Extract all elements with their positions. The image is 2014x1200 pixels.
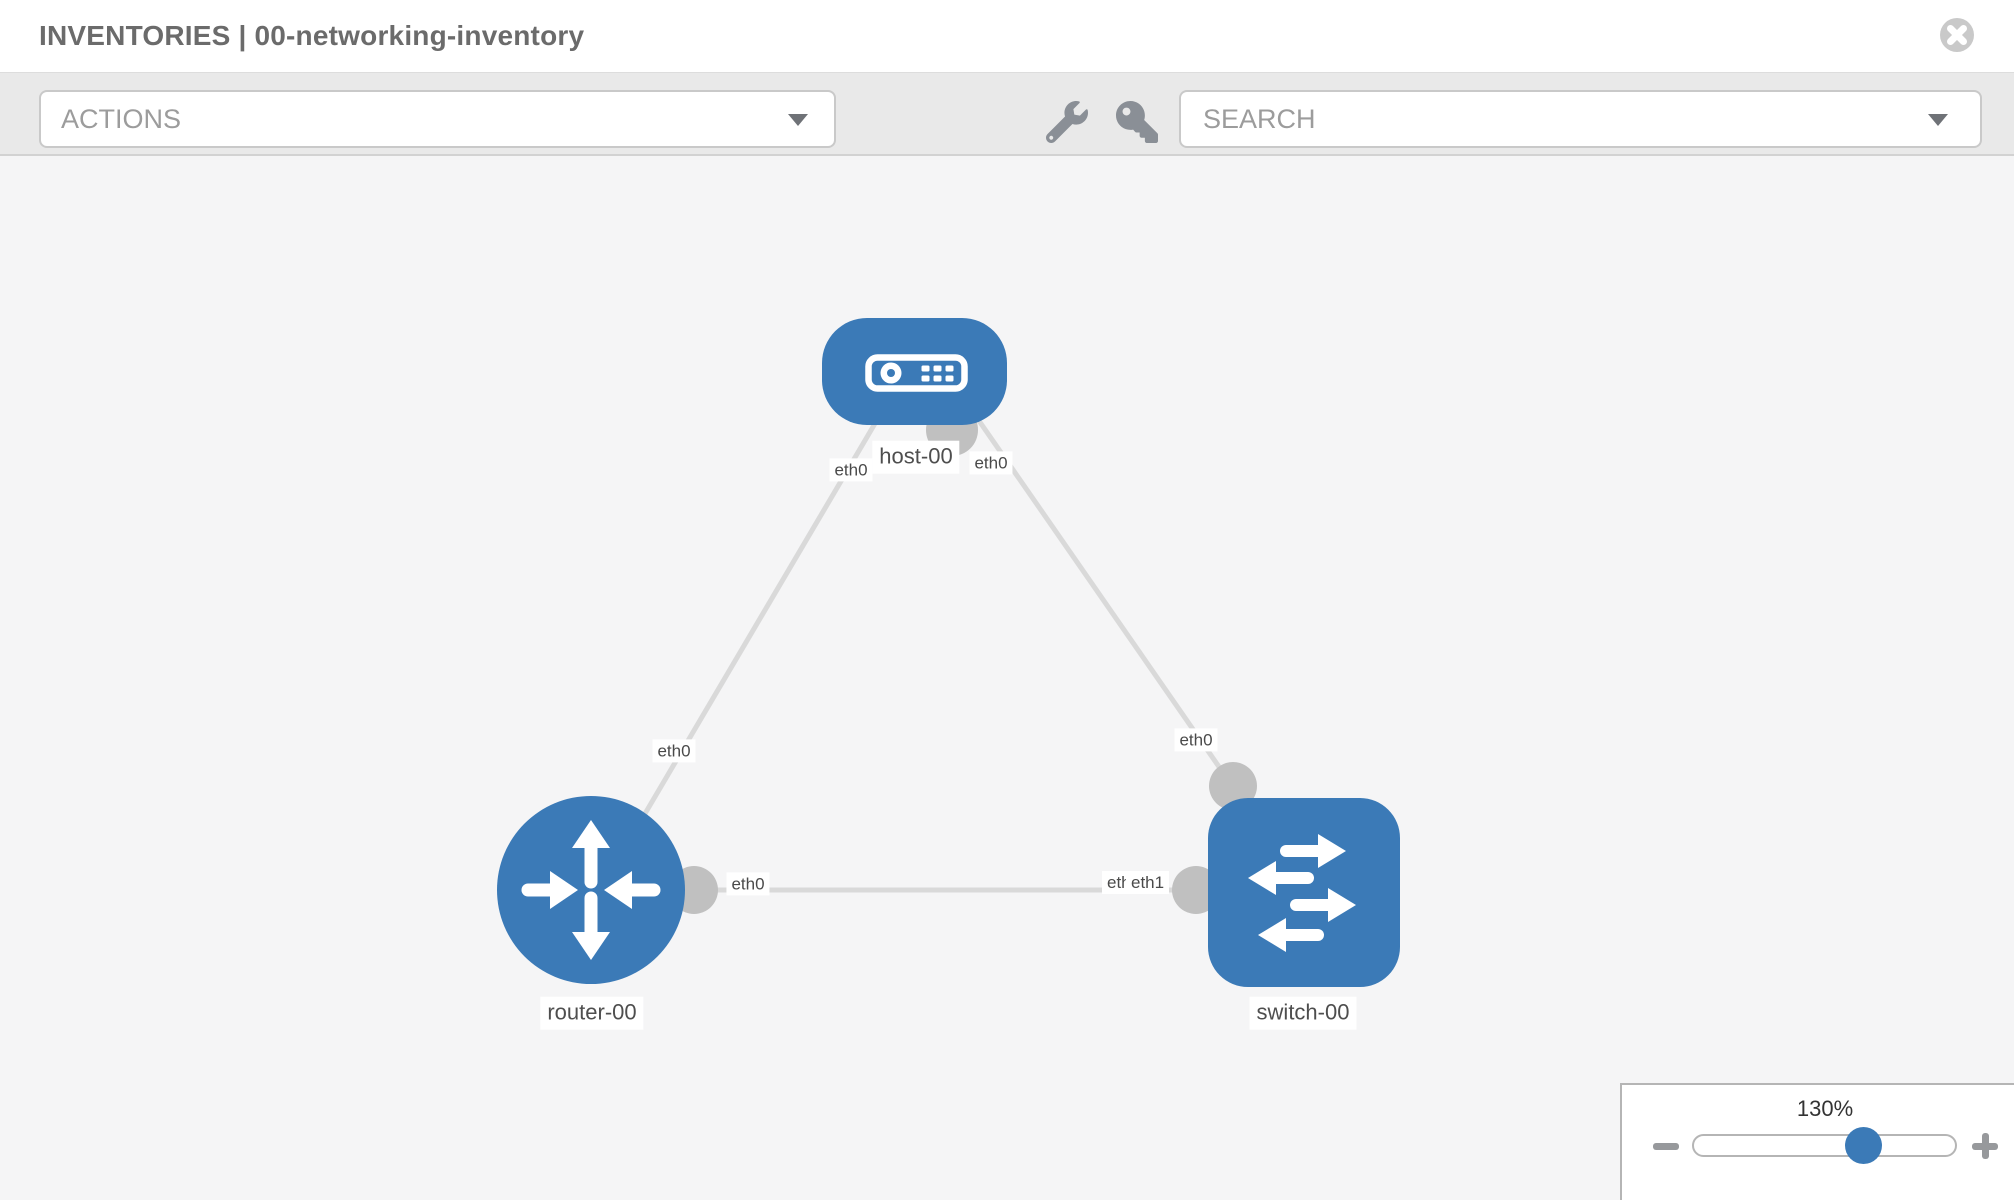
node-switch-00[interactable] (1208, 798, 1400, 987)
actions-dropdown-label: ACTIONS (61, 103, 182, 134)
link-host-router[interactable] (597, 413, 883, 892)
iface-label: eth0 (652, 739, 696, 763)
minus-icon[interactable] (1652, 1132, 1680, 1160)
zoom-level: 130% (1796, 1096, 1854, 1121)
iface-label: eth0 (969, 451, 1013, 475)
node-label-host: host-00 (872, 440, 960, 474)
iface-label: eth1 (1126, 871, 1170, 895)
search-dropdown-label: SEARCH (1203, 103, 1316, 134)
topology-canvas[interactable]: eth0 eth0 eth0 eth0 eth0 eth0 eth1 host-… (0, 156, 2014, 1200)
wrench-icon[interactable] (1045, 101, 1088, 144)
iface-label: eth0 (1174, 728, 1218, 752)
zoom-panel: 130% (1620, 1083, 2014, 1200)
caret-down-icon (788, 114, 808, 126)
link-host-switch[interactable] (972, 413, 1236, 789)
search-dropdown[interactable]: SEARCH (1179, 90, 1982, 148)
actions-dropdown[interactable]: ACTIONS (39, 90, 836, 148)
switch-arrows-icon (1248, 834, 1356, 952)
plus-icon[interactable] (1971, 1132, 1999, 1160)
node-router-00[interactable] (497, 796, 685, 984)
router-arrows-icon (521, 820, 661, 960)
node-label-switch: switch-00 (1249, 996, 1357, 1030)
zoom-slider-handle[interactable] (1845, 1127, 1882, 1164)
node-label-router: router-00 (540, 996, 644, 1030)
zoom-slider-track[interactable] (1692, 1134, 1957, 1157)
header: INVENTORIES | 00-networking-inventory (0, 0, 2014, 72)
host-icon (865, 354, 968, 392)
iface-label: eth0 (829, 458, 873, 482)
close-icon[interactable] (1937, 15, 1977, 55)
connector-switch-top (1209, 762, 1257, 810)
key-icon[interactable] (1116, 101, 1158, 143)
iface-label: eth0 (726, 872, 770, 896)
caret-down-icon (1928, 114, 1948, 126)
page-title: INVENTORIES | 00-networking-inventory (39, 20, 585, 51)
toolbar: ACTIONS SEARCH (0, 72, 2014, 156)
node-host-00[interactable] (822, 318, 1007, 425)
